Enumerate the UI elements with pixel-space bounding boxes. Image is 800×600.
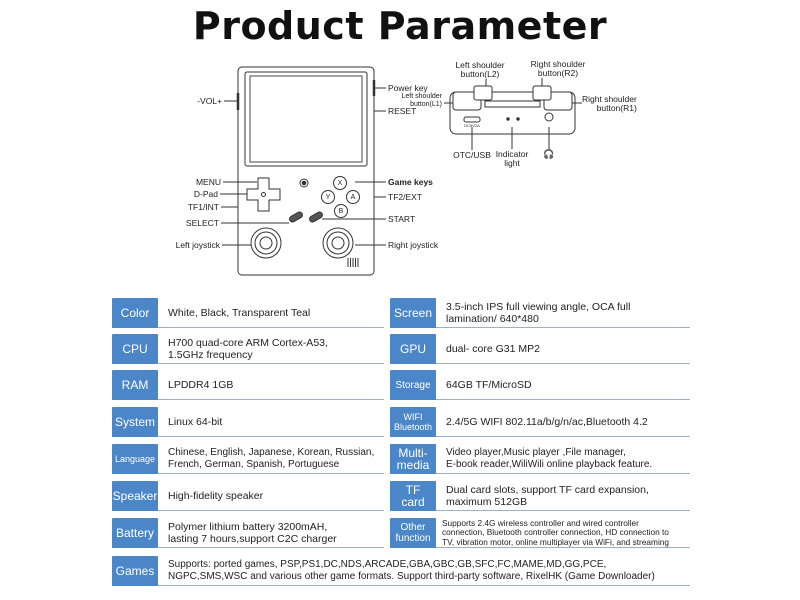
spec-key: System <box>112 407 158 437</box>
face-button-y-label: Y <box>325 194 331 201</box>
spec-row-other-function: Other function Supports 2.4G wireless co… <box>390 518 690 548</box>
spec-row-storage: Storage 64GB TF/MicroSD <box>390 370 690 400</box>
spec-value: Video player,Music player ,File manager,… <box>446 447 653 470</box>
speaker-grille <box>347 258 359 267</box>
menu-label: MENU <box>195 177 221 187</box>
spec-key: WIFI Bluetooth <box>390 407 436 437</box>
right-shoulder-r2-label: Right shoulder button(R2) <box>530 59 586 78</box>
spec-value: Supports 2.4G wireless controller and wi… <box>442 517 670 547</box>
spec-row-battery: Battery Polymer lithium battery 3200mAH,… <box>112 518 384 548</box>
face-button-b-label: B <box>338 208 344 215</box>
spec-value: High-fidelity speaker <box>168 490 264 502</box>
otc-usb-label: OTC/USB <box>453 150 491 160</box>
spec-key-text: Multi- media <box>396 446 430 472</box>
spec-key: Games <box>112 556 158 586</box>
spec-value: LPDDR4 1GB <box>168 379 234 391</box>
spec-key: Language <box>112 444 158 474</box>
spec-key: GPU <box>390 334 436 364</box>
power-key-label: Power key <box>388 83 428 93</box>
menu-button-shape <box>299 178 309 188</box>
spec-key-text: WIFI Bluetooth <box>393 412 433 432</box>
spec-value: Dual card slots, support TF card expansi… <box>446 484 649 508</box>
tf2-label: TF2/EXT <box>388 192 423 202</box>
spec-row-tf-card: TF card Dual card slots, support TF card… <box>390 481 690 511</box>
spec-row-ram: RAM LPDDR4 1GB <box>112 370 384 400</box>
spec-row-multimedia: Multi- media Video player,Music player ,… <box>390 444 690 474</box>
left-shoulder-l1-label: Left shoulder button(L1) <box>401 93 442 108</box>
spec-row-cpu: CPU H700 quad-core ARM Cortex-A53, 1.5GH… <box>112 334 384 364</box>
spec-value: 3.5-inch IPS full viewing angle, OCA ful… <box>446 301 631 325</box>
spec-key: TF card <box>390 481 436 511</box>
spec-key: Multi- media <box>390 444 436 474</box>
spec-key-text: Other function <box>395 522 431 544</box>
spec-row-wifi-bluetooth: WIFI Bluetooth 2.4/5G WIFI 802.11a/b/g/n… <box>390 407 690 437</box>
spec-row-language: Language Chinese, English, Japanese, Kor… <box>112 444 384 474</box>
start-button-shape <box>309 211 323 223</box>
spec-row-games: Games Supports: ported games, PSP,PS1,DC… <box>112 556 690 586</box>
headphone-icon: 🎧 <box>543 149 555 159</box>
vol-label: -VOL+ <box>197 96 222 106</box>
tf1-label: TF1/INT <box>187 202 219 212</box>
spec-value: Chinese, English, Japanese, Korean, Russ… <box>168 447 375 470</box>
select-label: SELECT <box>185 218 219 228</box>
game-keys-label: Game keys <box>388 177 433 187</box>
spec-key: RAM <box>112 370 158 400</box>
usb-port-shape <box>463 116 481 123</box>
spec-value: 2.4/5G WIFI 802.11a/b/g/n/ac,Bluetooth 4… <box>446 416 648 428</box>
select-button-shape <box>289 211 303 223</box>
console-screen <box>249 75 363 163</box>
spec-value: H700 quad-core ARM Cortex-A53, 1.5GHz fr… <box>168 337 328 361</box>
spec-key: Color <box>112 298 158 328</box>
spec-value: Supports: ported games, PSP,PS1,DC,NDS,A… <box>168 559 655 582</box>
spec-value: dual- core G31 MP2 <box>446 343 540 355</box>
usb-port-marking: DC5V2A <box>464 123 480 128</box>
dpad-label: D-Pad <box>193 189 218 199</box>
face-button-x-label: X <box>337 180 343 187</box>
spec-key: CPU <box>112 334 158 364</box>
spec-value: 64GB TF/MicroSD <box>446 379 532 391</box>
spec-key: Other function <box>390 518 436 548</box>
spec-row-speaker: Speaker High-fidelity speaker <box>112 481 384 511</box>
spec-row-screen: Screen 3.5-inch IPS full viewing angle, … <box>390 298 690 328</box>
start-label: START <box>388 214 416 224</box>
spec-row-system: System Linux 64-bit <box>112 407 384 437</box>
indicator-light-label: Indicator light <box>495 149 529 168</box>
left-shoulder-l2-label: Left shoulder button(L2) <box>455 60 505 79</box>
spec-row-gpu: GPU dual- core G31 MP2 <box>390 334 690 364</box>
spec-value: White, Black, Transparent Teal <box>168 307 311 319</box>
spec-row-color: Color White, Black, Transparent Teal <box>112 298 384 328</box>
right-joystick-label: Right joystick <box>388 240 439 250</box>
spec-key: Battery <box>112 518 158 548</box>
spec-key-text: TF card <box>401 483 425 509</box>
reset-label: RESET <box>388 106 417 116</box>
spec-key: Speaker <box>112 481 158 511</box>
spec-value: Linux 64-bit <box>168 416 223 428</box>
spec-value: Polymer lithium battery 3200mAH, lasting… <box>168 521 337 545</box>
left-joystick-label: Left joystick <box>175 240 220 250</box>
page-title: Product Parameter <box>192 4 608 48</box>
headphone-jack-shape <box>544 112 554 122</box>
spec-key: Screen <box>390 298 436 328</box>
face-button-a-label: A <box>350 194 356 201</box>
console-top-illustration <box>444 78 582 150</box>
spec-key: Storage <box>390 370 436 400</box>
right-shoulder-r1-label: Right shoulder button(R1) <box>582 94 637 113</box>
